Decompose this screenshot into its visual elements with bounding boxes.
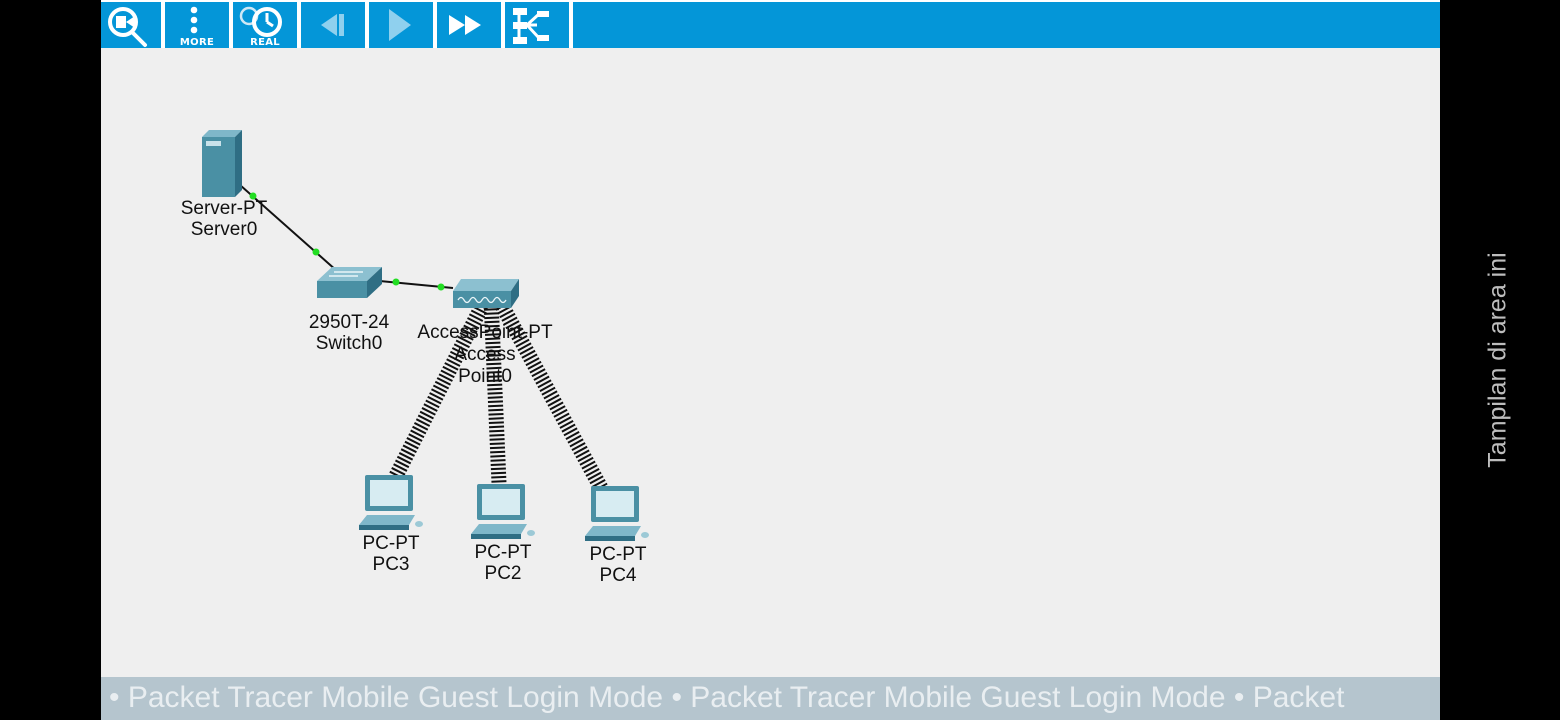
pc3-name: PC3	[372, 554, 410, 575]
pc-icon[interactable]	[359, 475, 423, 530]
logical-workspace[interactable]: Server-PT Server0 2950T-24 Switch0 Acces…	[101, 48, 1440, 677]
step-back-icon	[321, 14, 344, 36]
side-panel-text: Tampilan di area ini	[1483, 252, 1512, 468]
more-button[interactable]: MORE	[169, 2, 233, 48]
side-panel: Tampilan di area ini	[1440, 0, 1560, 720]
pc4-label: PC-PT PC4	[578, 544, 658, 586]
switch-model: 2950T-24	[308, 312, 390, 333]
guest-mode-ticker: • Packet Tracer Mobile Guest Login Mode …	[101, 677, 1440, 720]
pc2-name: PC2	[484, 563, 522, 584]
pc3-model: PC-PT	[362, 533, 420, 554]
switch-icon[interactable]	[317, 267, 382, 298]
link-status-light	[392, 278, 400, 286]
topology-button[interactable]	[509, 2, 573, 48]
link-status-light	[437, 283, 445, 291]
clock-icon	[239, 6, 282, 37]
pc-icon[interactable]	[585, 486, 649, 541]
server-name: Server0	[190, 219, 258, 240]
access-point-name-1: Access	[454, 344, 516, 365]
topology-tree-icon	[513, 8, 549, 44]
realtime-label: REAL	[250, 37, 280, 48]
topology-drawing	[202, 130, 649, 541]
vertical-dots-icon	[190, 6, 198, 34]
pc4-model: PC-PT	[589, 544, 647, 565]
inspect-button[interactable]	[101, 2, 165, 48]
fast-forward-icon	[449, 15, 481, 35]
switch-name: Switch0	[315, 333, 383, 354]
access-point-icon[interactable]	[453, 279, 519, 308]
link-server-switch	[239, 184, 338, 272]
back-button[interactable]	[305, 2, 369, 48]
server-model: Server-PT	[180, 198, 268, 219]
pc3-label: PC-PT PC3	[351, 533, 431, 575]
fast-forward-button[interactable]	[441, 2, 505, 48]
wireless-link-pc2	[483, 299, 507, 484]
pc2-model: PC-PT	[474, 542, 532, 563]
toolbar: MORE REAL	[101, 0, 1440, 48]
access-point-label: AccessPoint-PT Access Point0	[407, 322, 563, 388]
pc4-name: PC4	[599, 565, 637, 586]
play-icon	[389, 9, 411, 41]
realtime-button[interactable]: REAL	[237, 2, 301, 48]
magnify-inspect-icon	[108, 7, 147, 47]
play-button[interactable]	[373, 2, 437, 48]
link-status-light	[312, 248, 320, 256]
ticker-text: • Packet Tracer Mobile Guest Login Mode …	[109, 681, 1345, 714]
pc2-label: PC-PT PC2	[463, 542, 543, 584]
server-label: Server-PT Server0	[173, 198, 275, 240]
app-window: MORE REAL	[101, 0, 1440, 720]
more-label: MORE	[179, 37, 215, 48]
pc-icon[interactable]	[471, 484, 535, 539]
server-icon[interactable]	[202, 130, 242, 197]
link-status-light	[249, 192, 257, 200]
switch-label: 2950T-24 Switch0	[299, 312, 399, 354]
access-point-model: AccessPoint-PT	[417, 322, 553, 343]
access-point-name-2: Point0	[458, 366, 512, 387]
